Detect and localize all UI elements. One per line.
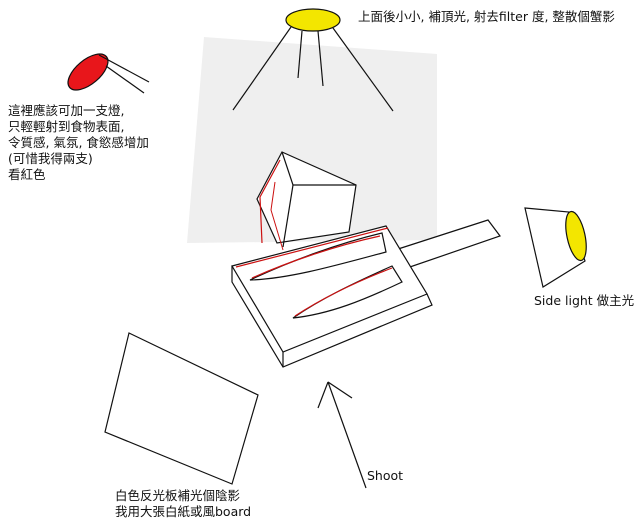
- red-light-annotation-line: 看紅色: [8, 167, 46, 182]
- reflector-annotation: 白色反光板補光個陰影 我用大張白紙或風board: [115, 488, 251, 520]
- red-light-beam: [98, 54, 150, 94]
- food-piece-lower-highlight: [294, 267, 393, 317]
- top-light-icon: [285, 8, 341, 32]
- prop-box-highlight-2: [270, 181, 284, 251]
- side-light-annotation: Side light 做主光: [534, 293, 635, 308]
- red-light-annotation: 這裡應該可加一支燈, 只輕輕射到食物表面, 令質感, 氣氛, 食慾感增加 (可惜…: [8, 103, 149, 183]
- prop-box: [256, 151, 357, 248]
- red-light-annotation-line: 只輕輕射到食物表面,: [8, 119, 125, 134]
- serving-tray: [231, 225, 433, 368]
- shoot-annotation: Shoot: [367, 468, 404, 483]
- diffuser-panel: [187, 37, 437, 243]
- top-light-rays: [232, 26, 394, 112]
- shoot-arrow: [317, 381, 367, 489]
- side-light-icon: [565, 210, 587, 262]
- reflector-board: [104, 332, 259, 485]
- prop-box-highlight: [259, 159, 281, 244]
- red-light-annotation-line: (可惜我得兩支): [8, 151, 93, 166]
- red-light-icon: [67, 53, 109, 91]
- tray-highlight: [235, 227, 389, 268]
- reflector-annotation-line: 白色反光板補光個陰影: [115, 488, 241, 503]
- red-light-annotation-line: 這裡應該可加一支燈,: [8, 103, 125, 118]
- top-light-annotation: 上面後小小, 補頂光, 射去filter 度, 整散個蟹影: [358, 9, 615, 24]
- red-light-annotation-line: 令質感, 氣氛, 食慾感增加: [8, 135, 149, 150]
- food-piece-upper-highlight: [251, 235, 381, 279]
- reflector-annotation-line: 我用大張白紙或風board: [115, 504, 252, 519]
